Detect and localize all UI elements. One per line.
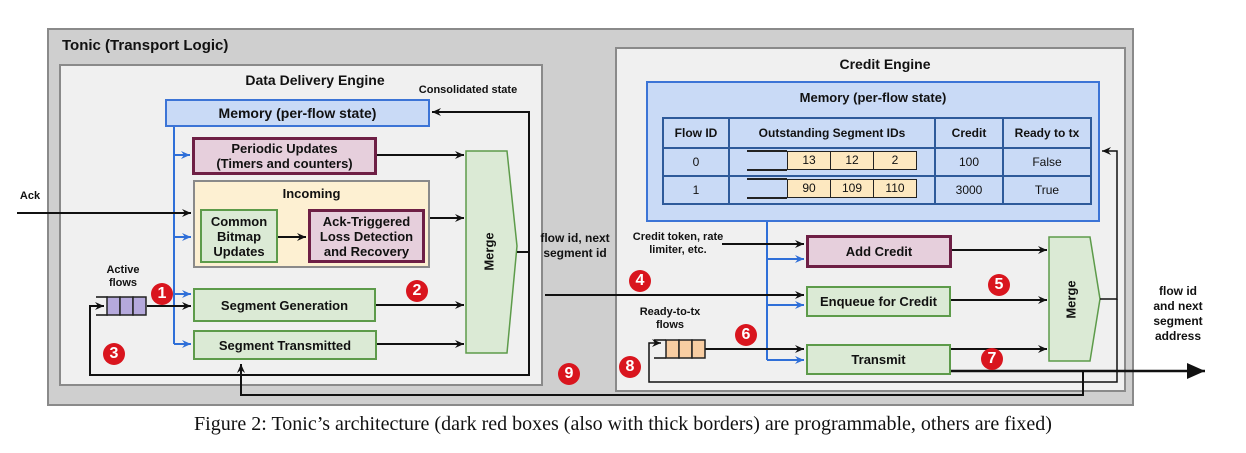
header-credit: Credit — [934, 117, 1004, 149]
transmit-box[interactable]: Transmit — [806, 344, 951, 375]
ready-cell: False — [1002, 147, 1092, 177]
interface-label: flow id, next segment id — [540, 231, 610, 260]
figure-caption: Figure 2: Tonic’s architecture (dark red… — [194, 413, 1052, 435]
common-bitmap-updates-box[interactable]: Common Bitmap Updates — [200, 209, 278, 263]
header-outstanding-segments: Outstanding Segment IDs — [728, 117, 936, 149]
segment-id: 2 — [874, 151, 917, 170]
credit-cell: 100 — [934, 147, 1004, 177]
consolidated-state-label: Consolidated state — [418, 84, 518, 96]
dde-merge-label: Merge — [481, 232, 497, 271]
segment-id: 13 — [787, 151, 831, 170]
segment-id: 90 — [787, 179, 831, 198]
step-badge-6: 6 — [735, 324, 757, 346]
ready-flows-label: Ready-to-tx flows — [639, 306, 701, 331]
step-badge-1: 1 — [151, 283, 173, 305]
periodic-updates-box[interactable]: Periodic Updates(Timers and counters) — [192, 137, 377, 175]
add-credit-box[interactable]: Add Credit — [806, 235, 952, 268]
active-flows-queue — [96, 296, 147, 316]
ready-cell: True — [1002, 175, 1092, 205]
step-badge-5: 5 — [988, 274, 1010, 296]
incoming-title: Incoming — [282, 186, 341, 201]
ready-to-tx-queue — [654, 339, 706, 359]
segment-id: 12 — [831, 151, 874, 170]
ack-label: Ack — [19, 190, 41, 202]
ce-merge-block — [1048, 236, 1101, 362]
step-badge-4: 4 — [629, 270, 651, 292]
data-delivery-engine-title: Data Delivery Engine — [245, 72, 385, 88]
dde-merge-block — [465, 150, 518, 354]
step-badge-3: 3 — [103, 343, 125, 365]
step-badge-2: 2 — [406, 280, 428, 302]
segment-id: 110 — [874, 179, 917, 198]
output-label: flow id and next segment address — [1153, 284, 1203, 343]
segment-transmitted-box[interactable]: Segment Transmitted — [193, 330, 377, 360]
flow-id-cell: 1 — [662, 175, 730, 205]
segment-generation-box[interactable]: Segment Generation — [193, 288, 376, 322]
ack-triggered-loss-detection-box[interactable]: Ack-Triggered Loss Detection and Recover… — [308, 209, 425, 263]
table-header-row: Flow ID Outstanding Segment IDs Credit R… — [662, 117, 1092, 149]
step-badge-9: 9 — [558, 363, 580, 385]
credit-cell: 3000 — [934, 175, 1004, 205]
periodic-updates-line1: Periodic Updates — [231, 141, 338, 156]
ce-memory-title: Memory (per-flow state) — [799, 90, 947, 105]
active-flows-label: Active flows — [106, 264, 140, 289]
step-badge-7: 7 — [981, 348, 1003, 370]
periodic-updates-line2: (Timers and counters) — [216, 156, 353, 171]
outer-title: Tonic (Transport Logic) — [62, 37, 229, 54]
segment-id: 109 — [831, 179, 874, 198]
header-flow-id: Flow ID — [662, 117, 730, 149]
header-ready-to-tx: Ready to tx — [1002, 117, 1092, 149]
enqueue-for-credit-box[interactable]: Enqueue for Credit — [806, 286, 951, 317]
flow-id-cell: 0 — [662, 147, 730, 177]
ce-merge-label: Merge — [1063, 280, 1079, 319]
credit-engine-title: Credit Engine — [839, 56, 931, 72]
dde-memory-box: Memory (per-flow state) — [165, 99, 430, 127]
step-badge-8: 8 — [619, 356, 641, 378]
credit-token-label: Credit token, rate limiter, etc. — [632, 231, 724, 256]
flow-state-table: Flow ID Outstanding Segment IDs Credit R… — [662, 117, 1092, 205]
